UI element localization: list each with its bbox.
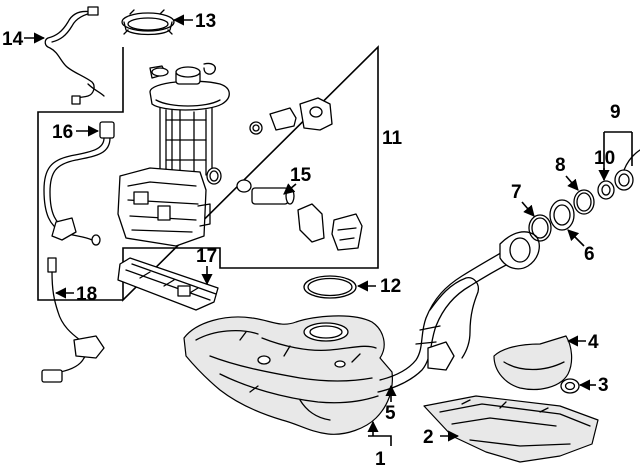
callout-7: 7 [511, 182, 522, 203]
part-1-fuel-tank [183, 315, 393, 435]
leader-8 [565, 175, 579, 191]
fuel-pump-module [117, 62, 230, 247]
callout-17: 17 [196, 246, 217, 267]
callout-4: 4 [588, 332, 599, 353]
part-3-grommet-hole [564, 381, 576, 391]
part-11-pump-assembly-frame [37, 45, 379, 302]
leader-7 [521, 201, 535, 217]
callout-13: 13 [195, 11, 216, 32]
part-9-fuel-cap [614, 149, 640, 191]
callout-9: 9 [610, 102, 621, 123]
part-3-grommet [560, 378, 580, 394]
callout-12: 12 [380, 276, 401, 297]
part-6-filler-housing-inner [553, 204, 571, 226]
part-4-filler-bracket [493, 335, 573, 391]
callout-14: 14 [2, 29, 24, 50]
part-8-retainer-ring-inner [576, 192, 592, 212]
leader-6 [567, 229, 585, 247]
callout-3: 3 [598, 375, 609, 396]
callout-15: 15 [290, 165, 312, 186]
part-18-sender-wire [41, 257, 105, 383]
part-14-vent-hose [44, 6, 105, 105]
callout-1: 1 [375, 449, 386, 470]
part-12-o-ring [303, 275, 357, 299]
part-10-gasket [597, 180, 615, 200]
callout-5: 5 [385, 403, 396, 424]
part-16-wire-harness [43, 121, 115, 246]
part-7-seal-ring [528, 214, 552, 242]
part-13-lock-ring [121, 9, 175, 36]
part-17-filter-tray [117, 257, 219, 311]
leader-1 [368, 435, 392, 446]
callout-11: 11 [382, 128, 403, 149]
part-10-gasket-inner [601, 184, 611, 196]
part-12-o-ring-inner [307, 277, 353, 297]
pump-small-parts [151, 67, 363, 251]
part-2-heat-shield [423, 395, 599, 463]
callout-2: 2 [423, 427, 434, 448]
callout-18: 18 [76, 284, 97, 305]
part-4-filler-bracket-detail [503, 361, 565, 371]
leader-15 [283, 183, 297, 195]
part-8-retainer-ring [573, 189, 595, 215]
callout-6: 6 [584, 244, 595, 265]
filler-pipe [377, 231, 540, 393]
part-7-seal-ring-inner [531, 217, 549, 239]
callout-8: 8 [555, 155, 566, 176]
callout-10: 10 [594, 148, 615, 169]
callout-16: 16 [52, 122, 73, 143]
